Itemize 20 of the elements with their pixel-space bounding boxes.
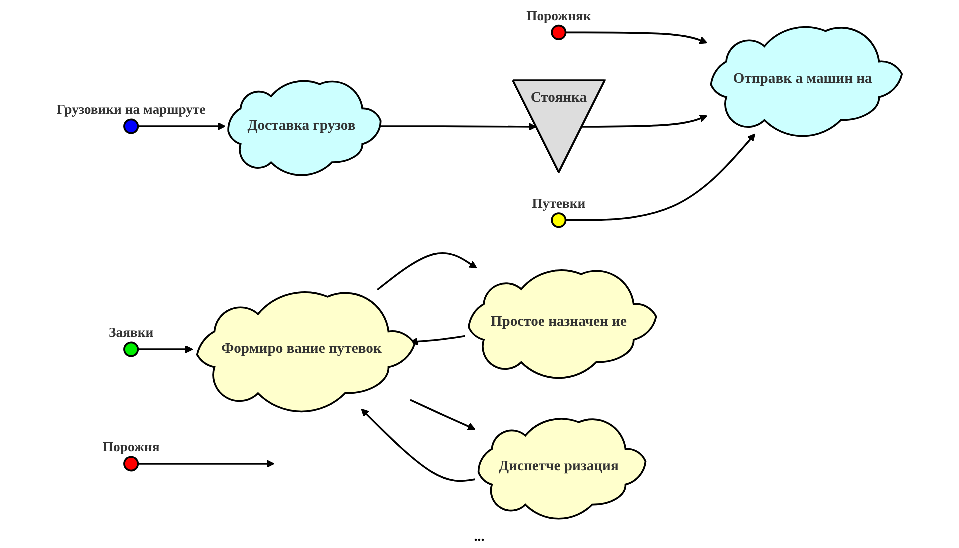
node-circle (551, 24, 567, 40)
node-caption: Заявки (109, 325, 154, 340)
arrow (138, 460, 275, 468)
node-caption: Грузовики на маршруте (56, 102, 206, 118)
arrow (138, 122, 226, 131)
node-caption: Путевки (532, 196, 586, 212)
node-circle (551, 212, 567, 228)
node-caption: Порожня (102, 440, 160, 455)
arrow (410, 399, 476, 430)
node-circle (124, 342, 140, 358)
arrow (377, 252, 478, 291)
arrow (582, 114, 708, 128)
arrow (361, 408, 476, 482)
node-caption: Порожняк (526, 8, 592, 24)
arrow (566, 134, 756, 222)
node-circle (124, 456, 140, 472)
note-text: ... (474, 530, 485, 545)
arrow (566, 32, 708, 44)
node-circle (124, 118, 140, 134)
arrow (138, 346, 194, 354)
